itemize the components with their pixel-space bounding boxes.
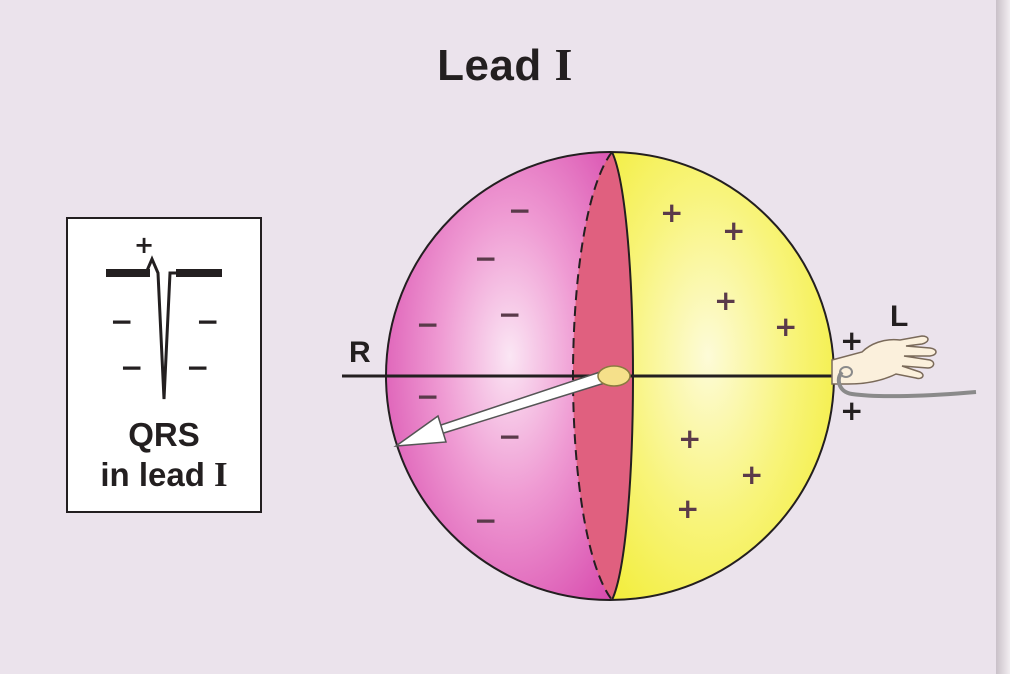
negative-charge-symbol: − [474, 504, 497, 537]
right-electrode-label: R [349, 336, 371, 370]
negative-charge-symbol: − [474, 242, 497, 275]
negative-charge-symbol: − [498, 420, 521, 453]
electrode-positive-symbol: + [840, 394, 863, 427]
positive-charge-symbol: + [714, 284, 737, 317]
negative-charge-symbol: − [498, 298, 521, 331]
electrode-positive-symbol: + [840, 324, 863, 357]
left-electrode-label: L [890, 300, 908, 334]
negative-charge-symbol: − [416, 380, 439, 413]
positive-charge-symbol: + [740, 458, 763, 491]
negative-charge-symbol: − [416, 308, 439, 341]
positive-charge-symbol: + [678, 422, 701, 455]
positive-hemisphere [612, 140, 852, 620]
positive-charge-symbol: + [660, 196, 683, 229]
negative-charge-symbol: − [508, 194, 531, 227]
positive-charge-symbol: + [774, 310, 797, 343]
positive-charge-symbol: + [722, 214, 745, 247]
positive-charge-symbol: + [676, 492, 699, 525]
